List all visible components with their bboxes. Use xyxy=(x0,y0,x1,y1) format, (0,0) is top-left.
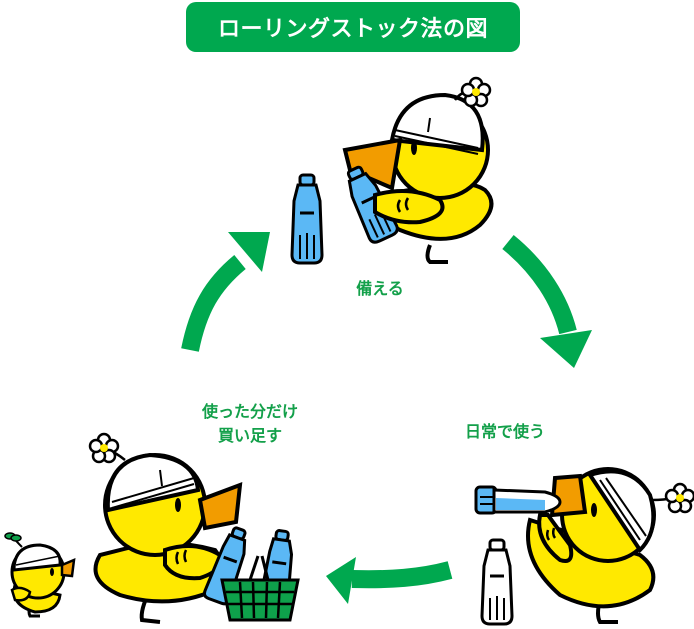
small-chick-icon xyxy=(4,532,76,618)
arrow-restock-to-prepare xyxy=(181,232,270,352)
step-label-use: 日常で使う xyxy=(464,422,545,441)
step-label-prepare: 備える xyxy=(356,279,404,298)
arrow-prepare-to-use xyxy=(502,235,592,368)
step-label-restock-line2: 買い足す xyxy=(217,426,282,445)
empty-bottle-icon xyxy=(480,538,514,626)
water-bottle-icon xyxy=(290,173,324,265)
chick-restock-icon xyxy=(88,432,243,624)
chick-prepare-icon xyxy=(342,76,494,264)
arrow-use-to-restock xyxy=(326,557,453,604)
step-label-restock: 使った分だけ 買い足す xyxy=(170,400,330,448)
diagram-title: ローリングストック法の図 xyxy=(186,2,520,52)
step-label-restock-line1: 使った分だけ xyxy=(201,402,298,421)
chick-use-icon xyxy=(474,467,694,624)
shopping-basket-icon xyxy=(220,555,300,622)
